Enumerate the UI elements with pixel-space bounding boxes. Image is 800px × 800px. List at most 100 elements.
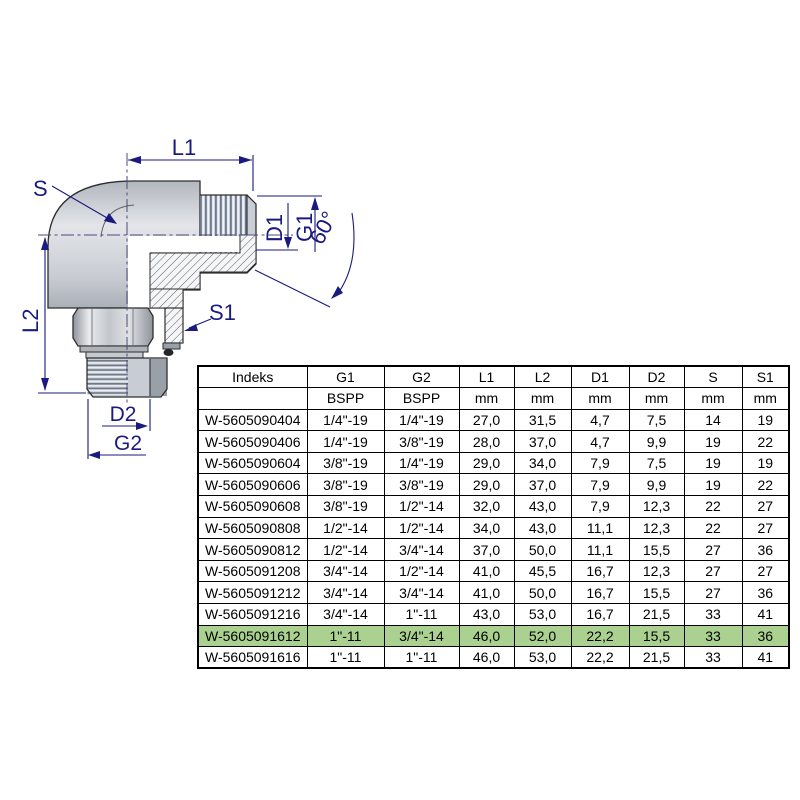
table-cell: 27	[683, 581, 743, 605]
table-cell: 4,7	[570, 430, 630, 453]
table-cell: 1/4"-19	[383, 408, 460, 432]
table-cell: 1"-11	[306, 624, 385, 648]
table-cell: W-5605091612	[197, 624, 308, 648]
table-cell: 19	[741, 451, 790, 475]
bottom-stud-shade	[150, 359, 167, 396]
table-cell: 33	[683, 603, 743, 626]
table-cell: 46,0	[458, 624, 515, 648]
bottom-stud-threads	[87, 360, 128, 395]
table-cell: 3/4"-14	[306, 603, 385, 626]
column-header: Indeks	[197, 365, 308, 389]
table-cell: 43,0	[458, 603, 515, 626]
table-cell: 11,1	[570, 538, 630, 561]
table-cell: 41	[741, 603, 790, 626]
column-header: D2	[628, 365, 685, 389]
table-cell: 14	[683, 408, 743, 432]
table-cell: 53,0	[513, 603, 572, 626]
table-cell: 1/4"-19	[306, 430, 385, 453]
section-hatch-lower	[149, 288, 184, 309]
table-cell: 1/4"-19	[306, 408, 385, 432]
table-cell: 3/8"-19	[306, 451, 385, 475]
o-ring	[163, 349, 174, 356]
table-cell: W-5605091216	[197, 603, 308, 626]
table-cell: 27	[683, 559, 743, 583]
column-header: G1	[306, 365, 385, 389]
table-cell: 1"-11	[383, 646, 460, 669]
dim-label-g1: G1	[292, 213, 317, 242]
table-cell: 27,0	[458, 408, 515, 432]
table-cell: W-5605090604	[197, 451, 308, 475]
centerlines	[38, 153, 293, 404]
table-cell: 22	[741, 430, 790, 453]
table-cell: 22,2	[570, 624, 630, 648]
table-cell: 37,0	[513, 473, 572, 497]
table-cell: 27	[741, 559, 790, 583]
bore-vertical	[128, 252, 150, 308]
dimension-annotations: L1 S L2 D1 G1 60°	[18, 135, 355, 459]
table-cell: 16,7	[570, 559, 630, 583]
table-cell: 33	[683, 646, 743, 669]
unit-cell: mm	[458, 387, 515, 410]
table-cell: 37,0	[458, 538, 515, 561]
table-cell: 19	[683, 430, 743, 453]
bore-horizontal	[128, 236, 240, 252]
table-cell: 1/2"-14	[383, 559, 460, 583]
locknut-section	[164, 307, 184, 344]
table-cell: W-5605090812	[197, 538, 308, 561]
table-cell: 3/8"-19	[306, 473, 385, 497]
unit-cell: mm	[570, 387, 630, 410]
table-cell: 16,7	[570, 603, 630, 626]
table-cell: 34,0	[513, 451, 572, 475]
table-cell: 34,0	[458, 516, 515, 540]
table-cell: 46,0	[458, 646, 515, 669]
table-cell: 1/2"-14	[306, 516, 385, 540]
table-cell: 7,9	[570, 495, 630, 518]
table-cell: 7,9	[570, 451, 630, 475]
fitting-body	[47, 180, 257, 398]
dim-label-d2: D2	[110, 403, 137, 426]
table-cell: 22	[683, 495, 743, 518]
table-cell: 43,0	[513, 495, 572, 518]
table-cell: W-5605091212	[197, 581, 308, 605]
table-cell: 19	[741, 408, 790, 432]
table-cell: 37,0	[513, 430, 572, 453]
dim-label-l1: L1	[172, 135, 196, 160]
table-cell: 50,0	[513, 581, 572, 605]
unit-cell: BSPP	[383, 387, 460, 410]
table-cell: 36	[741, 624, 790, 648]
table-cell: 3/8"-19	[383, 430, 460, 453]
table-cell: 16,7	[570, 581, 630, 605]
table-cell: 7,9	[570, 473, 630, 497]
table-cell: 3/8"-19	[383, 473, 460, 497]
column-header: D1	[570, 365, 630, 389]
table-cell: W-5605091616	[197, 646, 308, 669]
table-cell: 31,5	[513, 408, 572, 432]
inner-fillet-arc	[100, 204, 135, 238]
washer-upper	[79, 345, 149, 353]
table-cell: 32,0	[458, 495, 515, 518]
table-cell: 19	[683, 473, 743, 497]
table-cell: 22	[683, 516, 743, 540]
dim-label-s: S	[33, 176, 48, 201]
unit-cell: mm	[628, 387, 685, 410]
table-cell: 15,5	[628, 624, 685, 648]
table-cell: 50,0	[513, 538, 572, 561]
table-cell: 1"-11	[383, 603, 460, 626]
table-cell: W-5605090406	[197, 430, 308, 453]
table-cell: 27	[683, 538, 743, 561]
